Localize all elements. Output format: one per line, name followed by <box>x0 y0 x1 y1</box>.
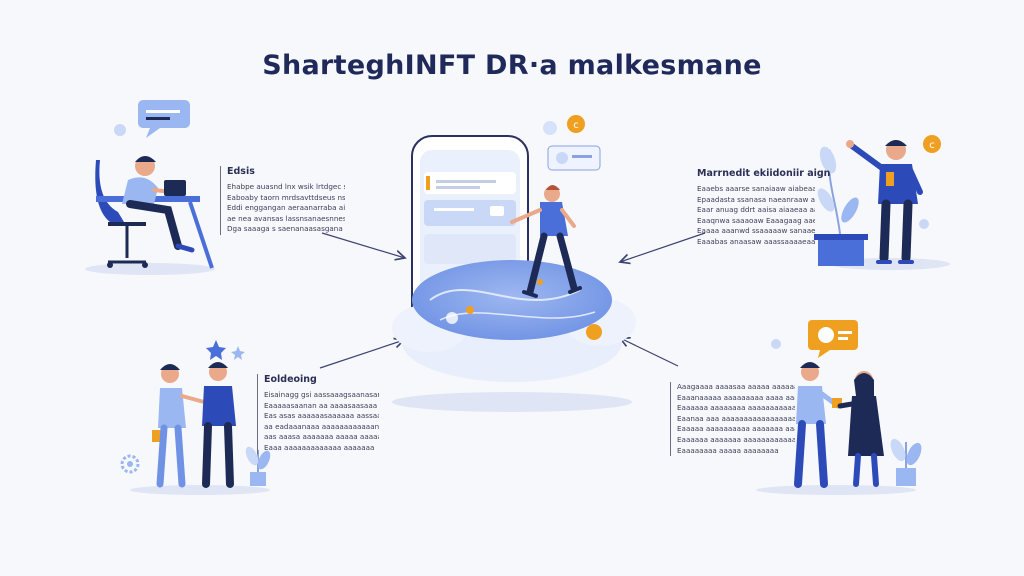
sparkle-icon <box>206 340 226 360</box>
card-line: Eas asas aaaaaasaaaaaa aassaaa aa <box>264 411 379 421</box>
card-line: Eaaaaasaanan aa aaaasaasaaa aa <box>264 400 379 410</box>
man-presenting: c <box>814 135 950 270</box>
card-line: Aaagaaaa aaaasaa aaaaa aaaaaaaaaa <box>677 382 795 391</box>
card-bottom-left: Eoldeoing Eisainagg gsi aassaaagsaanasan… <box>257 374 379 454</box>
globe-icon <box>543 121 557 135</box>
woman-on-cloud <box>510 185 582 298</box>
plant-icon <box>890 438 922 486</box>
card-heading: Marrnedit ekiidoniir aign <box>697 168 831 179</box>
card-line: Eaanaa aaa aaaaaaaaaaaaaaaaaa <box>677 413 795 423</box>
man-at-desk <box>85 100 215 275</box>
card-heading: Edsis <box>227 166 255 177</box>
card-bottom-right: Aaagaaaa aaaasaa aaaaa aaaaaaaaaa Eaaana… <box>670 382 795 457</box>
page-title: SharteghINFT DR·a malkesmane <box>262 50 762 81</box>
handshake-people <box>756 320 922 495</box>
coin-icon <box>567 115 585 133</box>
card-line: Eaaqnwa saaaoaw Eaaagaag aaenaaa <box>697 215 815 225</box>
checklist-icon <box>808 320 858 358</box>
plant-icon <box>814 146 868 266</box>
card-line: Eaaaa aaanwd ssaaaaaw sanaae NE <box>697 226 815 236</box>
arrow-bottom-left <box>319 340 404 369</box>
card-line: Eaaabas anaasaw aaassaaaaeaaaaa <box>697 236 815 246</box>
plant-icon <box>245 446 271 486</box>
chat-bubble-icon <box>138 100 190 128</box>
card-line: Eaaaaa aaaaaaaaaa aaaaaaa aaaaaa <box>677 424 795 434</box>
cloud <box>392 260 636 382</box>
card-line: Eaaaaaa aaaaaaa aaaaaaaaaaaaa <box>677 434 795 444</box>
svg-text:c: c <box>929 140 935 151</box>
card-line: Eaaa aaaaaaaaaaaaa aaaaaaa <box>264 442 375 452</box>
coin-icon <box>923 135 941 153</box>
card-top-left: Edsis Ehabpe auasnd lnx wsik lrtdgec s a… <box>220 166 345 235</box>
gear-icon <box>120 454 140 474</box>
card-line: aas aaasa aaaaaaa aaaaa aaaaaaaaa <box>264 432 379 442</box>
card-line: ae nea avansas lassnsanaesnnesnasaen <box>227 213 345 223</box>
card-line: Eaar anuag ddrt aaisa aiaaeaa aaa <box>697 205 815 215</box>
svg-text:c: c <box>573 120 579 131</box>
card-heading: Eoldeoing <box>264 374 317 385</box>
card-line: aa eadaaanaaa aaaaaaaaaaaanaaaa <box>264 421 379 431</box>
connector-arrows <box>319 232 706 369</box>
card-top-right: Marrnedit ekiidoniir aign Eaaebs aaarse … <box>697 168 831 248</box>
arrow-bottom-right <box>620 338 679 367</box>
two-people-collaborating <box>120 340 271 495</box>
floating-card: c <box>543 115 601 171</box>
card-line: Ehabpe auasnd lnx wsik lrtdgec s auas <box>227 182 345 191</box>
card-line: Eaaanaaaaa aaaaaaaaa aaaa aaaa <box>677 392 795 402</box>
card-line: Eaaaaaa aaaaaaaa aaaaaaaaaaaaaaa <box>677 403 795 413</box>
card-line: Eisainagg gsi aassaaagsaanasan aaaaa <box>264 390 379 399</box>
card-line: Eaboaby taorn mrdsavttdseus ns sva <box>227 192 345 202</box>
globe-icon <box>114 124 126 136</box>
card-line: Eaaaaaaaa aaaaa aaaaaaaa <box>677 445 779 455</box>
card-line: Eddi enggangan aeraanarraba aiaarn s <box>227 203 345 213</box>
card-line: Eaaebs aaarse sanaiaaw aiabeaa <box>697 184 815 193</box>
card-line: Epaadasta ssanasa naeanraaw aiaba <box>697 194 815 204</box>
arrow-top-right <box>620 232 706 262</box>
arrow-top-left <box>321 232 405 258</box>
card-line: Dga saaaga s saenanaasasgana naas <box>227 224 345 234</box>
